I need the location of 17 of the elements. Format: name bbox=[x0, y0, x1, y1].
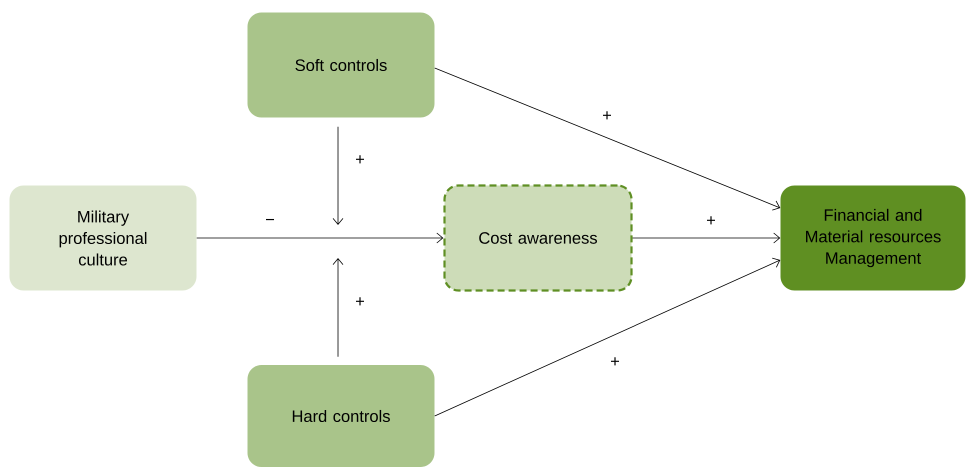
edge-label: + bbox=[354, 154, 366, 166]
edge-label: + bbox=[354, 296, 366, 308]
arrow bbox=[632, 232, 780, 244]
rounded-box: Financial and Material resources Management bbox=[780, 186, 966, 290]
arrow bbox=[332, 258, 344, 358]
edge-label: − bbox=[264, 218, 276, 226]
dashed-box: Cost awareness bbox=[443, 184, 633, 292]
edge-label: + bbox=[705, 215, 717, 227]
arrow bbox=[434, 68, 780, 211]
edge-label: + bbox=[601, 110, 613, 122]
rounded-box: Military professional culture bbox=[10, 186, 196, 290]
arrow bbox=[332, 126, 344, 225]
rounded-box: Hard controls bbox=[248, 365, 434, 467]
edge-label: + bbox=[609, 356, 621, 368]
rounded-box: Soft controls bbox=[248, 12, 434, 118]
arrow bbox=[196, 232, 444, 244]
arrow bbox=[434, 258, 780, 416]
